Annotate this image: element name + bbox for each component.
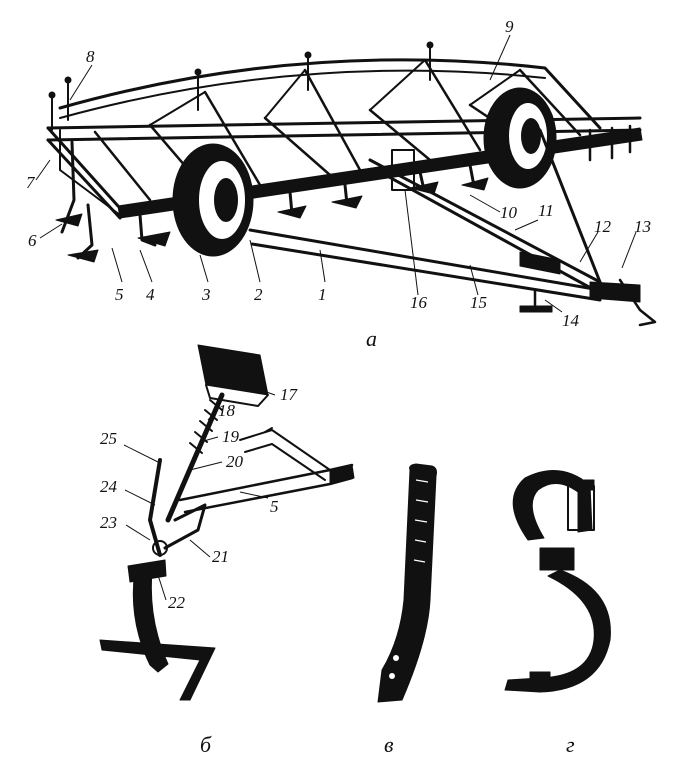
label-7: 7 [26, 173, 36, 192]
right-wheel [483, 87, 557, 189]
label-6: 6 [28, 231, 37, 250]
leader-lines-b [123, 387, 276, 601]
pressure-spring [189, 399, 223, 454]
label-17: 17 [280, 385, 299, 404]
label-10: 10 [500, 203, 518, 222]
caption-g: г [566, 732, 575, 757]
straight-tine: в [377, 463, 437, 757]
label-16: 16 [410, 293, 428, 312]
label-22: 22 [168, 593, 186, 612]
drawbar [248, 128, 657, 327]
label-19: 19 [222, 427, 240, 446]
label-9: 9 [505, 17, 514, 36]
label-3: 3 [201, 285, 211, 304]
frame-braces [93, 58, 582, 202]
label-13: 13 [634, 217, 651, 236]
rear-tines [55, 124, 632, 263]
label-21: 21 [212, 547, 229, 566]
label-15: 15 [470, 293, 487, 312]
label-2: 2 [254, 285, 263, 304]
label-8: 8 [86, 47, 95, 66]
left-wheel [172, 143, 254, 257]
caption-b: б [200, 732, 212, 757]
working-body-assembly: 17 18 19 20 5 21 22 23 24 25 б [99, 344, 355, 757]
beam-5 [178, 427, 355, 514]
label-1: 1 [318, 285, 327, 304]
leader-lines-a [35, 34, 637, 313]
label-23: 23 [100, 513, 117, 532]
caption-a: а [366, 326, 377, 351]
label-24: 24 [100, 477, 118, 496]
label-11: 11 [538, 201, 554, 220]
depth-adjust-rods [48, 41, 434, 131]
label-25: 25 [100, 429, 117, 448]
label-4: 4 [146, 285, 155, 304]
label-20: 20 [226, 452, 244, 471]
s-tine-with-clamp: г [504, 469, 611, 757]
caption-v: в [384, 732, 394, 757]
label-18: 18 [218, 401, 236, 420]
label-14: 14 [562, 311, 580, 330]
label-12: 12 [594, 217, 612, 236]
label-5: 5 [115, 285, 124, 304]
label-5b: 5 [270, 497, 279, 516]
cultivator-assembly: 1 2 3 4 5 6 7 8 9 10 11 12 13 14 15 16 а [26, 17, 657, 351]
